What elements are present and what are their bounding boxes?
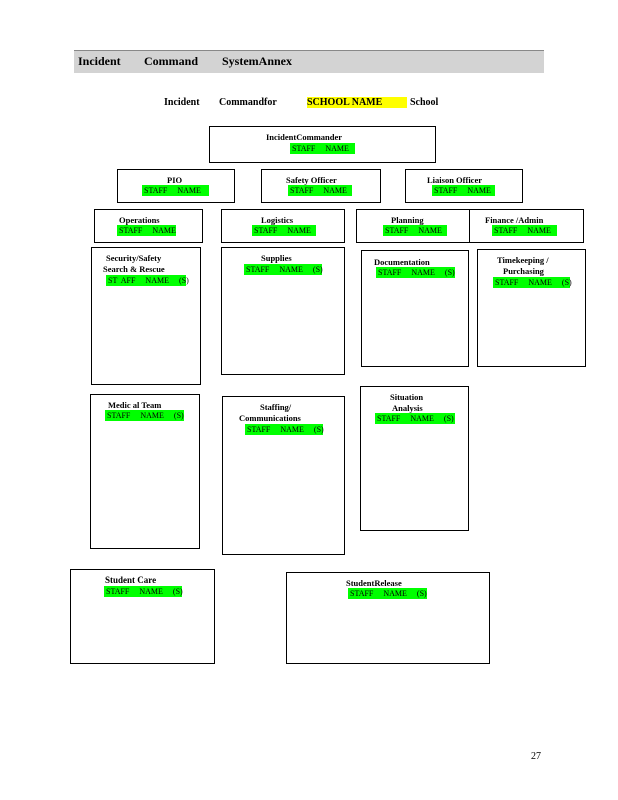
- header-word-incident: Incident: [78, 54, 121, 68]
- box-finance-admin: Finance /Admin STAFF NAME: [469, 209, 584, 243]
- staff-student-care: STAFF NAME (S): [104, 586, 183, 597]
- label-safety-officer: Safety Officer: [286, 175, 337, 185]
- box-medical-team: Medic al Team STAFF NAME (S): [90, 394, 200, 549]
- label-student-care: Student Care: [105, 575, 157, 585]
- staff-incident-commander: STAFF NAME: [290, 143, 355, 154]
- staff-finance-admin: STAFF NAME: [492, 225, 557, 236]
- page-number: 27: [531, 751, 541, 762]
- annex-header-bar: Incident Command SystemAnnex: [74, 50, 544, 73]
- header-word-command: Command: [144, 54, 199, 68]
- label-analysis: Analysis: [392, 403, 423, 413]
- staff-operations: STAFF NAME: [117, 225, 176, 236]
- label-planning: Planning: [391, 215, 424, 225]
- box-supplies: Supplies STAFF NAME (S): [221, 247, 345, 375]
- staff-supplies: STAFF NAME (S): [244, 264, 323, 275]
- staff-documentation: STAFF NAME (S): [376, 267, 455, 278]
- label-situation: Situation: [390, 392, 424, 402]
- box-student-release: StudentRelease STAFF NAME (S): [286, 572, 490, 664]
- label-student-release: StudentRelease: [346, 578, 402, 588]
- box-incident-commander: IncidentCommander STAFF NAME: [209, 126, 436, 163]
- label-purchasing: Purchasing: [503, 266, 544, 276]
- staff-safety-officer: STAFF NAME: [288, 185, 352, 196]
- box-staffing-communications: Staffing/ Communications STAFF NAME (S): [222, 396, 345, 555]
- label-supplies: Supplies: [261, 253, 292, 263]
- staff-pio: STAFF NAME: [142, 185, 209, 196]
- staff-timekeeping-purchasing: STAFF NAME (S): [493, 277, 572, 288]
- staff-medical-team: STAFF NAME (S): [105, 410, 184, 421]
- label-timekeeping: Timekeeping /: [497, 255, 549, 265]
- staff-staffing-communications: STAFF NAME (S): [245, 424, 324, 435]
- label-logistics: Logistics: [261, 215, 294, 225]
- label-medical-team: Medic al Team: [108, 400, 162, 410]
- box-student-care: Student Care STAFF NAME (S): [70, 569, 215, 664]
- label-staffing: Staffing/: [260, 402, 292, 412]
- label-search-rescue: Search & Rescue: [103, 264, 165, 274]
- label-pio: PIO: [167, 175, 183, 185]
- staff-security-safety: ST AFF NAME (S): [106, 275, 189, 286]
- box-liaison-officer: Liaison Officer STAFF NAME: [405, 169, 523, 203]
- staff-student-release: STAFF NAME (S): [348, 588, 427, 599]
- box-timekeeping-purchasing: Timekeeping / Purchasing STAFF NAME (S): [477, 249, 586, 367]
- label-finance-admin: Finance /Admin: [485, 215, 544, 225]
- box-pio: PIO STAFF NAME: [117, 169, 235, 203]
- label-security-safety: Security/Safety: [106, 253, 162, 263]
- staff-logistics: STAFF NAME: [252, 225, 316, 236]
- box-documentation: Documentation STAFF NAME (S): [361, 250, 469, 367]
- box-safety-officer: Safety Officer STAFF NAME: [261, 169, 381, 203]
- box-security-safety: Security/Safety Search & Rescue ST AFF N…: [91, 247, 201, 385]
- box-planning: Planning STAFF NAME: [356, 209, 470, 243]
- box-logistics: Logistics STAFF NAME: [221, 209, 345, 243]
- label-liaison-officer: Liaison Officer: [427, 175, 483, 185]
- title-school: School: [410, 97, 439, 108]
- staff-planning: STAFF NAME: [383, 225, 447, 236]
- label-operations: Operations: [119, 215, 160, 225]
- title-command-for: Commandfor: [219, 97, 277, 108]
- box-situation-analysis: Situation Analysis STAFF NAME (S): [360, 386, 469, 531]
- title-school-name: SCHOOL NAME: [307, 97, 407, 108]
- staff-liaison-officer: STAFF NAME: [432, 185, 495, 196]
- label-documentation: Documentation: [374, 257, 430, 267]
- header-word-system-annex: SystemAnnex: [222, 54, 293, 68]
- staff-situation-analysis: STAFF NAME (S): [375, 413, 455, 424]
- label-communications: Communications: [239, 413, 301, 423]
- box-operations: Operations STAFF NAME: [94, 209, 203, 243]
- label-incident-commander: IncidentCommander: [266, 132, 343, 142]
- title-incident: Incident: [164, 97, 200, 108]
